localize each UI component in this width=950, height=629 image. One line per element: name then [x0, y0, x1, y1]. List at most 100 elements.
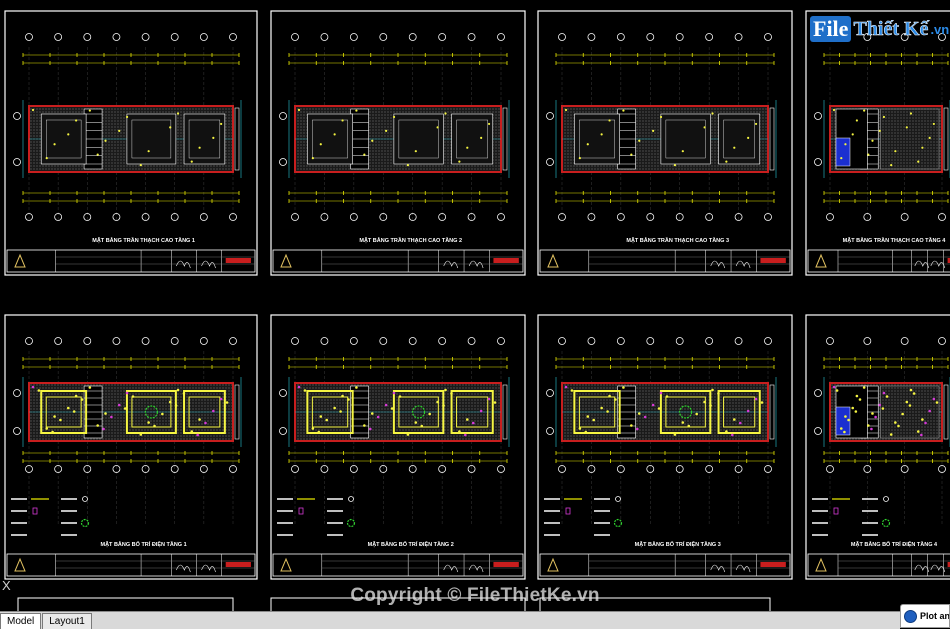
light-point — [198, 418, 201, 421]
light-point — [169, 126, 172, 129]
room-hatched — [880, 108, 940, 170]
grid-bubble — [616, 337, 625, 345]
grid-bubble — [54, 213, 63, 221]
light-point — [643, 415, 647, 419]
light-point — [586, 415, 590, 418]
printer-icon — [904, 609, 917, 623]
grid-bubble — [814, 389, 822, 397]
light-point — [867, 153, 870, 156]
grid-bubble — [900, 33, 909, 41]
light-point — [858, 398, 862, 401]
grid-bubble — [291, 33, 299, 41]
sheet-title: MẶT BẰNG BỐ TRÍ ĐIỆN TẦNG 1 — [101, 540, 187, 548]
blue-fixture — [835, 406, 851, 436]
light-point — [635, 427, 639, 431]
light-point — [905, 400, 909, 404]
title-block — [272, 553, 524, 577]
light-point — [390, 407, 394, 410]
sheet-title: MẶT BẰNG BỐ TRÍ ĐIỆN TẦNG 4 — [851, 540, 938, 548]
grid-bubble — [279, 158, 287, 166]
grid-bubble — [497, 465, 505, 473]
grid-bubble — [467, 33, 476, 41]
drawing-sheet: MẶT BẰNG TRẦN THẠCH CAO TẦNG 1 — [4, 10, 258, 276]
light-point — [564, 385, 568, 389]
signature-mark — [735, 564, 751, 573]
light-point — [53, 143, 56, 146]
title-block — [272, 249, 524, 273]
grid-bubble — [814, 112, 822, 120]
light-point — [916, 430, 920, 433]
light-point — [871, 412, 874, 415]
light-point — [564, 108, 568, 112]
title-block — [6, 249, 256, 273]
grid-bubble — [764, 213, 772, 221]
light-point — [844, 143, 847, 146]
plot-notification[interactable]: Plot and P — [900, 604, 950, 628]
title-block — [539, 249, 791, 273]
grid-bubble — [291, 213, 299, 221]
balcony-rail — [502, 107, 508, 171]
sheet-frame — [4, 10, 258, 276]
light-point — [703, 400, 706, 404]
light-point — [480, 136, 483, 139]
grid-bubble — [646, 465, 655, 473]
light-point — [325, 418, 329, 422]
light-point — [176, 388, 180, 392]
grid-bubble — [646, 33, 655, 41]
close-icon[interactable]: X — [2, 578, 11, 593]
sheet-frame — [270, 314, 526, 580]
signature-mark — [914, 260, 930, 269]
light-point — [738, 421, 742, 425]
light-point — [673, 433, 677, 436]
grid-bubble — [497, 213, 505, 221]
light-point — [161, 412, 164, 416]
grid-bubble — [734, 337, 743, 345]
grid-bubble — [349, 33, 358, 41]
light-point — [637, 412, 641, 415]
light-point — [75, 119, 78, 122]
grid-bubble — [734, 33, 743, 41]
light-point — [681, 421, 685, 424]
light-point — [754, 122, 758, 126]
grid-bubble — [170, 337, 179, 345]
balcony-rail — [769, 107, 775, 171]
company-logo-icon — [815, 253, 827, 268]
light-point — [711, 112, 714, 115]
grid-bubble — [900, 465, 909, 473]
title-block — [807, 553, 950, 577]
grid-bubble — [558, 33, 566, 41]
light-point — [855, 394, 859, 398]
light-point — [832, 385, 836, 389]
ceiling-light-frame — [183, 390, 226, 434]
ceiling-light-inner — [188, 396, 221, 428]
light-point — [487, 122, 491, 126]
light-point — [317, 430, 321, 434]
legend-symbol-fan — [613, 518, 623, 528]
tab-layout1[interactable]: Layout1 — [42, 613, 92, 629]
title-block-stamp — [225, 258, 251, 263]
grid-bubble — [279, 389, 287, 397]
grid-bubble — [646, 337, 655, 345]
light-point — [428, 412, 431, 416]
light-point — [760, 401, 764, 404]
light-point — [72, 410, 76, 413]
light-point — [921, 146, 924, 149]
legend-symbol-switch — [565, 507, 571, 515]
ceiling-light-frame — [659, 390, 712, 434]
light-point — [392, 115, 396, 119]
fan-symbol — [678, 405, 693, 419]
ceiling-light-inner — [131, 396, 172, 428]
tab-model[interactable]: Model — [0, 613, 42, 629]
balcony-rail — [943, 384, 949, 440]
grid-bubble — [558, 465, 566, 473]
grid-bubble — [900, 337, 909, 345]
grid-bubble — [646, 213, 655, 221]
light-point — [363, 153, 366, 156]
light-point — [466, 418, 469, 421]
grid-bubble — [279, 112, 287, 120]
plot-label: Plot and P — [920, 611, 950, 621]
legend-symbol-fan — [346, 518, 356, 528]
light-point — [878, 129, 881, 132]
title-block — [807, 249, 950, 273]
